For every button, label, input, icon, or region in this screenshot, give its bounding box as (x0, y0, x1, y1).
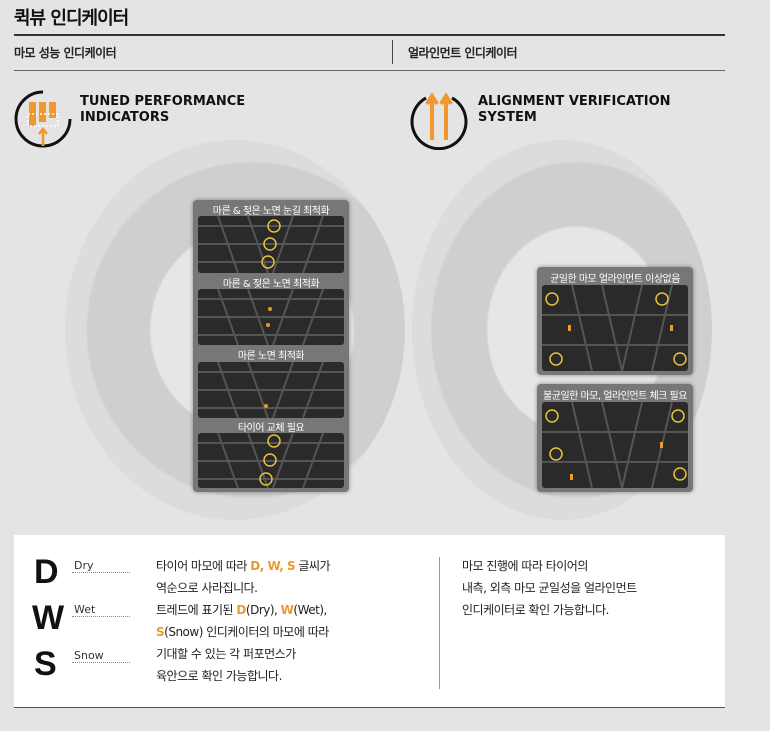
wear-caption-1: 마른 & 젖은 노면 눈길 최적화 (212, 206, 330, 217)
subtitle-divider (392, 40, 393, 64)
ld-l4-post: (Snow) 인디케이터의 마모에 따라 (164, 625, 329, 639)
alignment-caption-2: 불균일한 마모, 얼라인먼트 체크 필요 (543, 391, 687, 402)
alignment-caption-1: 균일한 마모 얼라인먼트 이상없음 (550, 274, 680, 285)
legend-letter-w: W (32, 599, 65, 637)
ld-l1-hl: D, W, S (250, 559, 296, 573)
legend-letter-s: S (34, 645, 57, 683)
right-brand-line1: ALIGNMENT VERIFICATION (478, 94, 671, 109)
left-brand-line1: TUNED PERFORMANCE (80, 94, 246, 109)
right-subtitle: 얼라인먼트 인디케이터 (408, 46, 518, 60)
legend-word-dry: Dry (72, 559, 130, 573)
ld-l3-mid2: (Wet), (293, 603, 327, 617)
tread-image-4 (198, 433, 344, 488)
alignment-tread-1 (542, 285, 688, 371)
bottom-rule (14, 707, 725, 708)
rd-l3: 인디케이터로 확인 가능합니다. (462, 603, 609, 617)
legend-word-snow: Snow (72, 649, 130, 663)
rd-l1: 마모 진행에 따라 타이어의 (462, 559, 588, 573)
tuned-performance-logo-icon (12, 88, 74, 150)
legend-word-wet: Wet (72, 603, 130, 617)
rd-l2: 내측, 외측 마모 균일성을 얼라인먼트 (462, 581, 637, 595)
alignment-tread-2 (542, 402, 688, 488)
legend-letter-d: D (34, 553, 59, 591)
wear-caption-3: 마른 노면 최적화 (237, 351, 305, 362)
ld-l3-d: D (236, 603, 246, 617)
ld-l1-post: 글씨가 (295, 559, 331, 573)
ld-l6: 육안으로 확인 가능합니다. (156, 669, 282, 683)
left-brand-text: TUNED PERFORMANCE INDICATORS (80, 94, 245, 126)
right-description: 마모 진행에 따라 타이어의 내측, 외측 마모 균일성을 얼라인먼트 인디케이… (462, 555, 712, 621)
right-brand-line2: SYSTEM (478, 110, 537, 125)
subtitle-underline (14, 70, 725, 71)
tread-image-1 (198, 216, 344, 273)
ld-l4-s: S (156, 625, 165, 639)
ld-l3-mid1: (Dry), (245, 603, 281, 617)
alignment-panel-uneven: 불균일한 마모, 얼라인먼트 체크 필요 (537, 384, 693, 492)
ld-l1-pre: 타이어 마모에 따라 (156, 559, 251, 573)
wear-caption-2: 마른 & 젖은 노면 최적화 (222, 279, 320, 290)
left-brand-line2: INDICATORS (80, 110, 170, 125)
tread-image-3 (198, 362, 344, 418)
left-description: 타이어 마모에 따라 D, W, S 글씨가 역순으로 사라집니다. 트레드에 … (156, 555, 426, 687)
tread-image-2 (198, 289, 344, 345)
right-brand-text: ALIGNMENT VERIFICATION SYSTEM (478, 94, 671, 126)
wear-caption-4: 타이어 교체 필요 (237, 423, 305, 434)
description-divider (439, 557, 440, 689)
alignment-panel-even: 균일한 마모 얼라인먼트 이상없음 (537, 267, 693, 375)
title-divider (14, 34, 725, 36)
left-subtitle: 마모 성능 인디케이터 (14, 46, 117, 60)
page-title: 퀵뷰 인디케이터 (14, 8, 129, 29)
alignment-verification-logo-icon (408, 88, 470, 151)
wear-indicator-panel: 마른 & 젖은 노면 눈길 최적화 마른 & 젖은 노면 최적화 마른 노면 최… (193, 200, 349, 492)
ld-l3-w: W (280, 603, 294, 617)
ld-l5: 기대할 수 있는 각 퍼포먼스가 (156, 647, 296, 661)
ld-l2: 역순으로 사라집니다. (156, 581, 258, 595)
description-box: D Dry W Wet S Snow 타이어 마모에 따라 D, W, S 글씨… (14, 535, 725, 707)
ld-l3-pre: 트레드에 표기된 (156, 603, 237, 617)
